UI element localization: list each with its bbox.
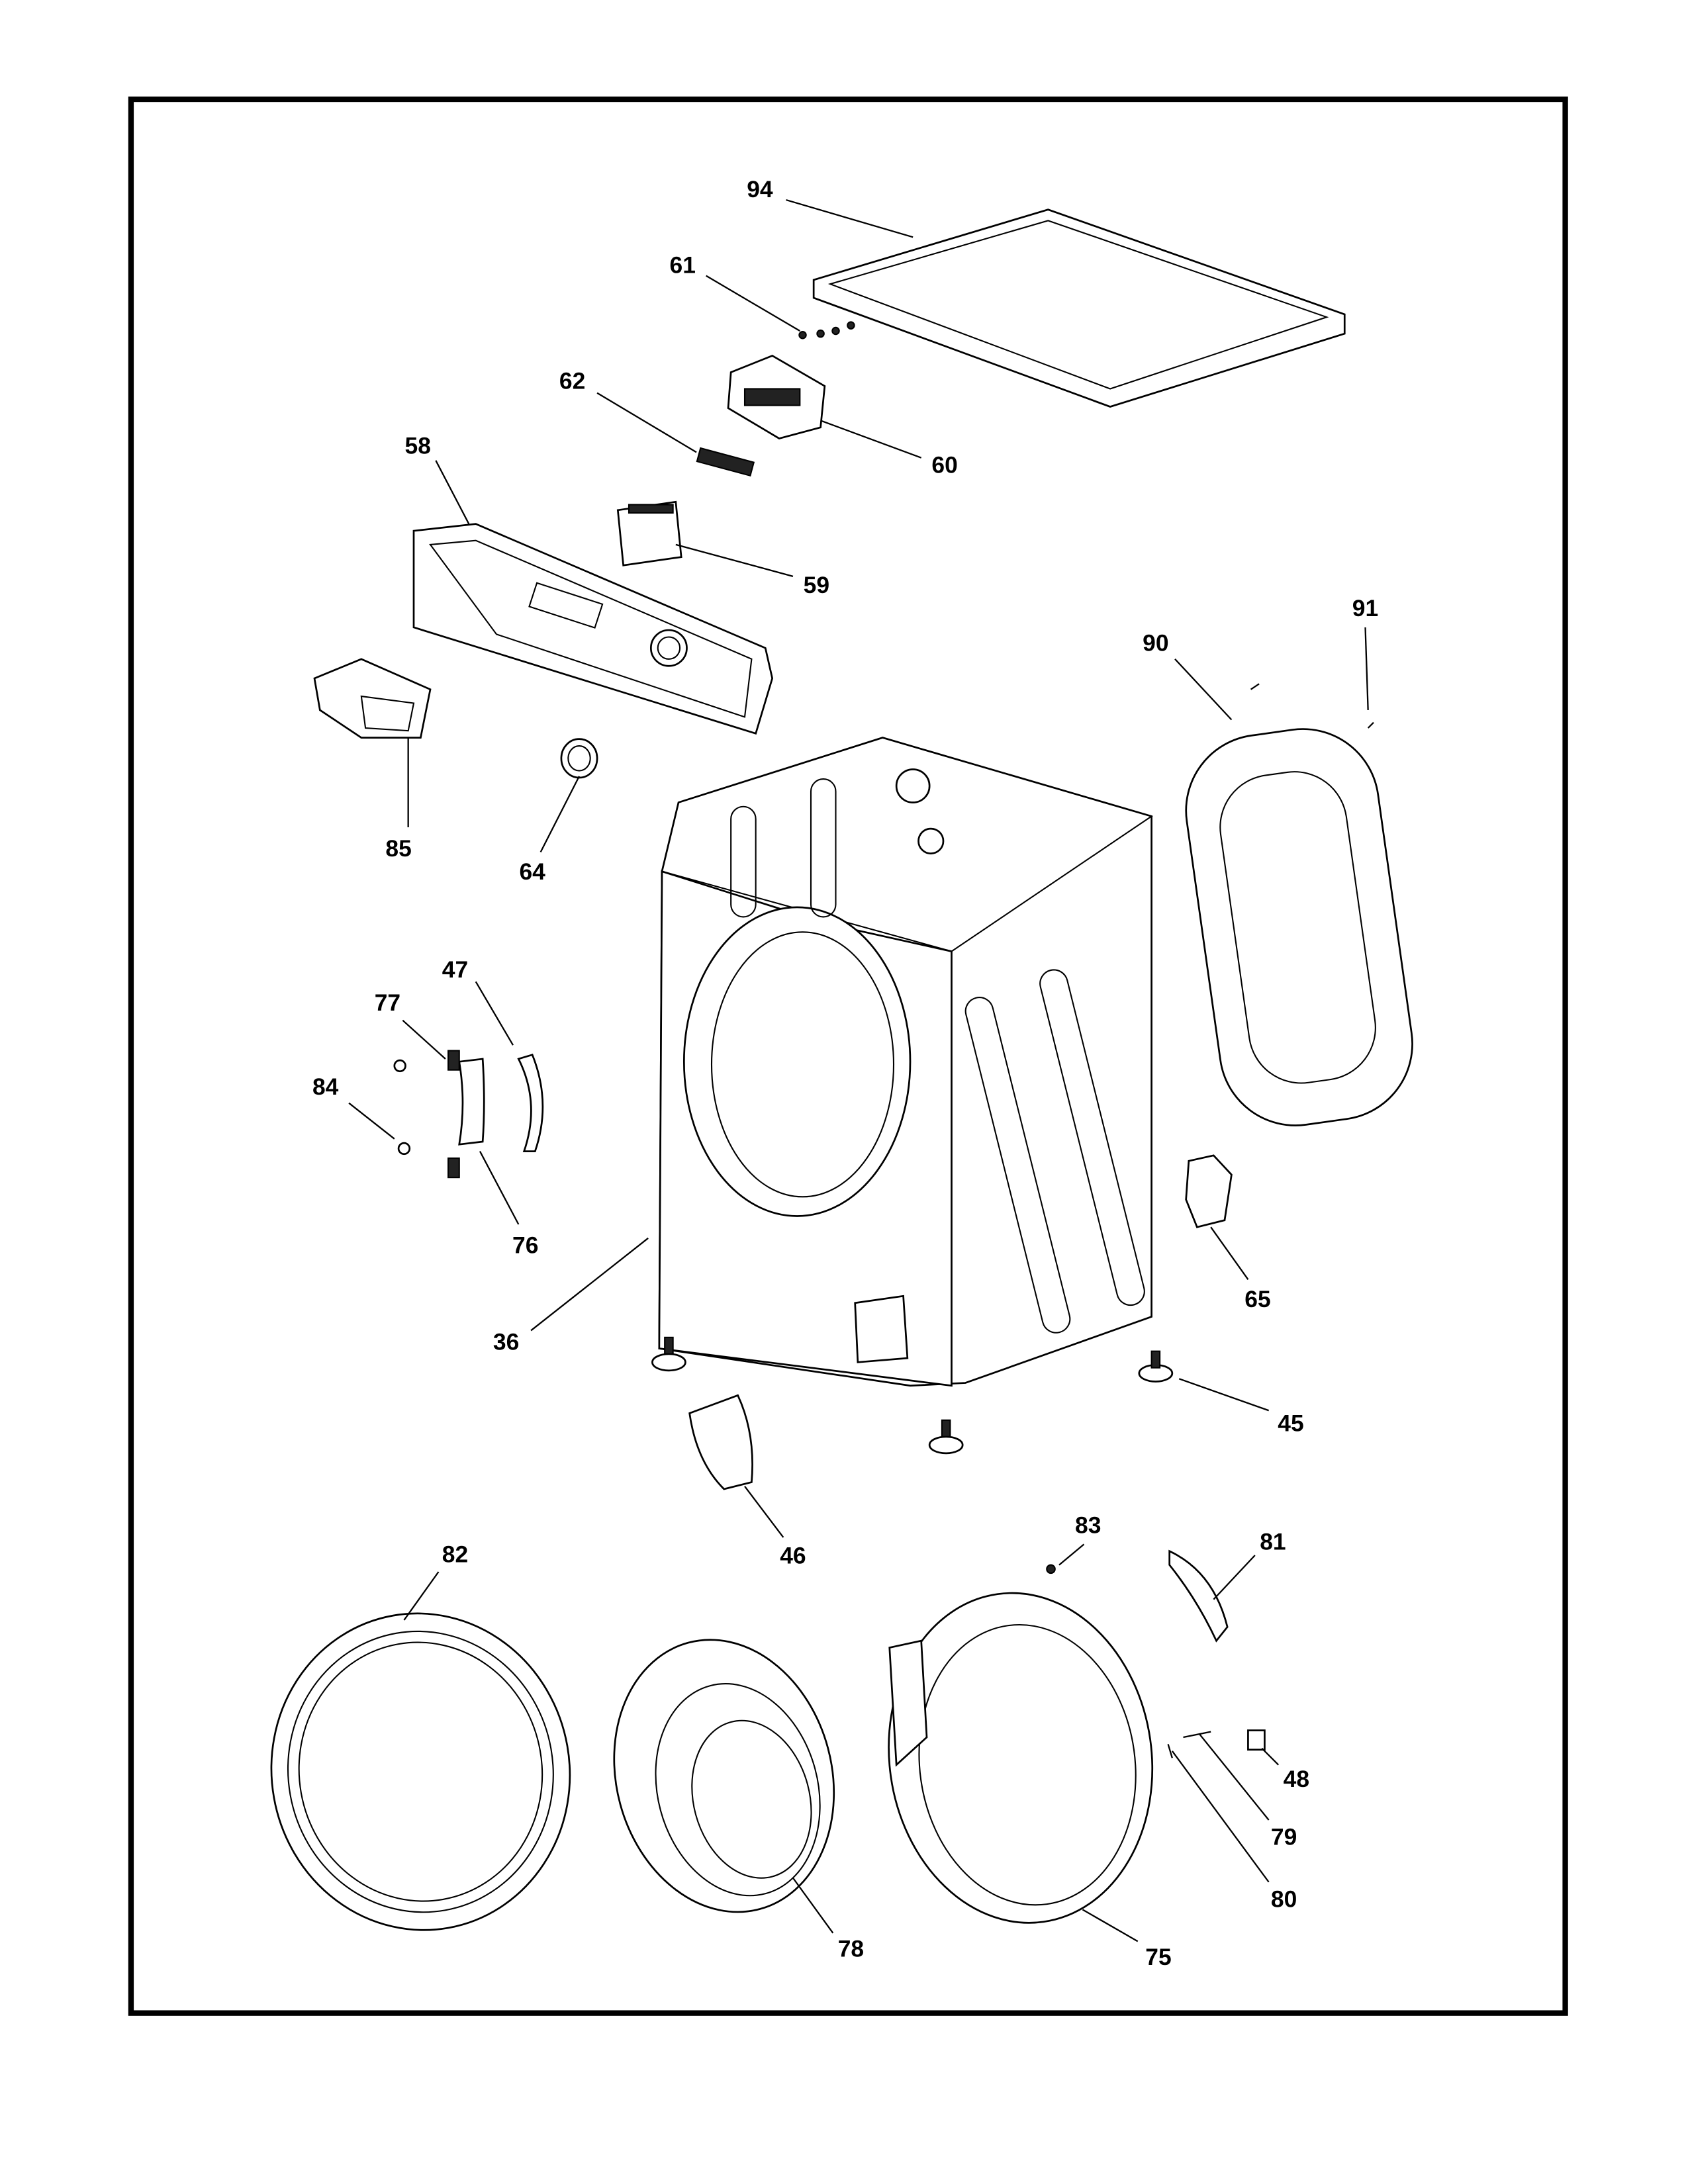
label-76: 76 bbox=[512, 1232, 538, 1259]
label-81: 81 bbox=[1260, 1529, 1286, 1555]
label-62: 62 bbox=[559, 368, 585, 394]
part-46-filter-cover bbox=[688, 1394, 753, 1490]
part-90-gasket bbox=[1185, 728, 1413, 1126]
part-58-control-panel bbox=[412, 523, 774, 735]
label-83: 83 bbox=[1075, 1512, 1101, 1539]
label-47: 47 bbox=[442, 956, 468, 983]
part-64-knob bbox=[560, 738, 598, 779]
part-79-pin bbox=[1183, 1731, 1211, 1739]
label-45: 45 bbox=[1278, 1410, 1303, 1437]
part-94-top-panel bbox=[812, 208, 1346, 408]
label-94: 94 bbox=[747, 176, 773, 203]
part-85-dispenser-drawer bbox=[313, 658, 432, 739]
part-60-control-module bbox=[727, 354, 826, 439]
label-48: 48 bbox=[1284, 1766, 1309, 1792]
label-75: 75 bbox=[1145, 1944, 1171, 1970]
leader-lines bbox=[348, 199, 1369, 1942]
part-45-leveling-feet bbox=[651, 1336, 1174, 1455]
part-82-door-trim bbox=[270, 1612, 571, 1931]
label-60: 60 bbox=[931, 452, 957, 478]
label-58: 58 bbox=[405, 432, 431, 459]
label-64: 64 bbox=[519, 858, 545, 885]
label-46: 46 bbox=[780, 1543, 806, 1569]
part-47-hinge-cover bbox=[517, 1054, 544, 1152]
label-65: 65 bbox=[1244, 1286, 1270, 1312]
part-labels: 94 61 62 60 58 59 91 90 85 64 47 77 84 7… bbox=[312, 176, 1378, 1970]
part-65-door-lock bbox=[1185, 1154, 1233, 1228]
label-80: 80 bbox=[1271, 1886, 1297, 1912]
label-90: 90 bbox=[1143, 629, 1168, 656]
part-36-cabinet bbox=[658, 737, 1154, 1387]
label-59: 59 bbox=[804, 572, 829, 598]
part-61-screws bbox=[798, 321, 855, 340]
part-91-clips bbox=[1250, 683, 1374, 729]
part-59-panel bbox=[616, 500, 682, 567]
part-78-door-glass bbox=[613, 1639, 835, 1913]
part-81-handle bbox=[1168, 1549, 1229, 1643]
part-80-spring bbox=[1167, 1744, 1173, 1758]
part-48-block bbox=[1247, 1729, 1266, 1751]
label-85: 85 bbox=[385, 835, 411, 862]
label-82: 82 bbox=[442, 1541, 468, 1567]
part-75-door-frame bbox=[888, 1592, 1154, 1924]
part-62-connector bbox=[696, 447, 755, 477]
part-77-hinge-bracket bbox=[447, 1050, 460, 1179]
label-91: 91 bbox=[1352, 595, 1378, 621]
label-78: 78 bbox=[838, 1935, 864, 1962]
part-84-screws bbox=[393, 1059, 411, 1156]
label-79: 79 bbox=[1271, 1824, 1297, 1850]
label-84: 84 bbox=[312, 1073, 339, 1100]
label-77: 77 bbox=[375, 989, 400, 1016]
label-61: 61 bbox=[670, 252, 696, 279]
page-border bbox=[128, 96, 1568, 2016]
part-83-screw bbox=[1046, 1564, 1056, 1574]
part-76-hinge bbox=[458, 1058, 485, 1146]
label-36: 36 bbox=[493, 1329, 519, 1355]
